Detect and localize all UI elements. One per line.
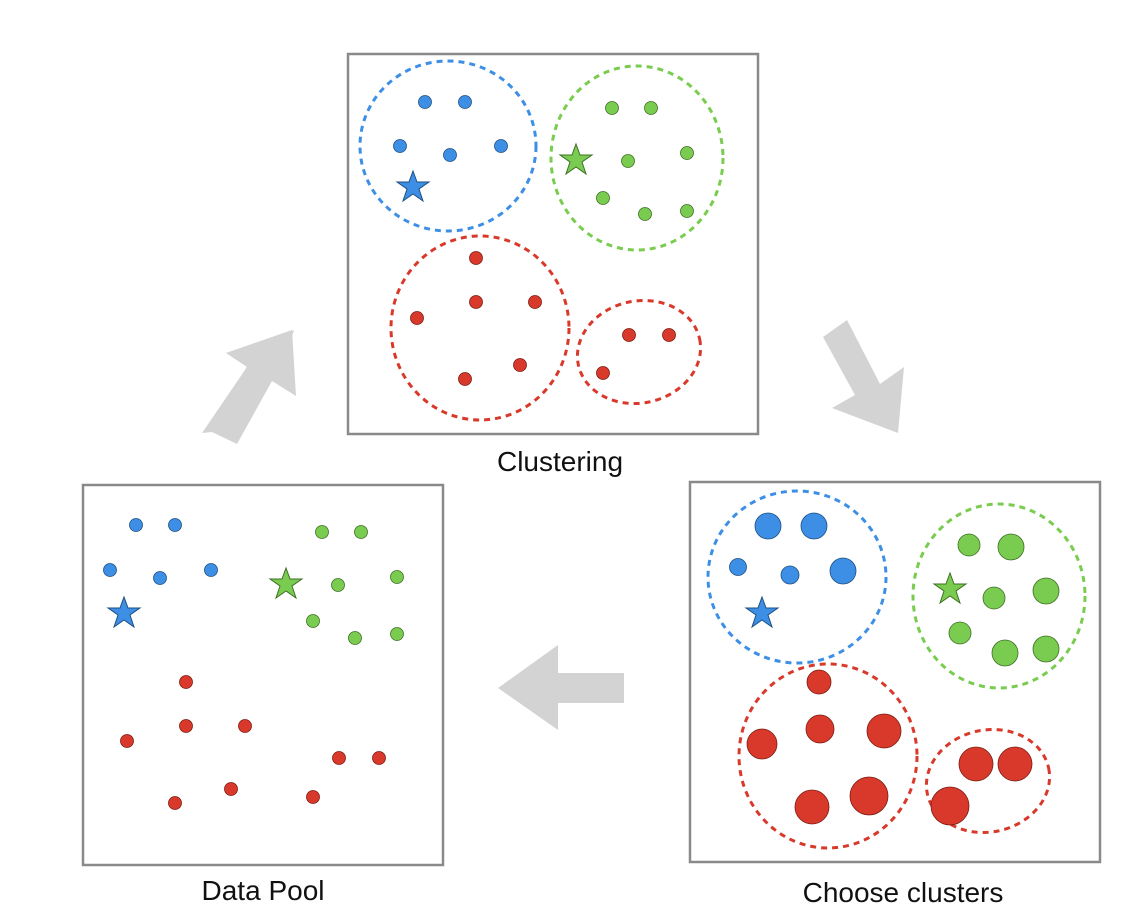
cluster-outline-red-large xyxy=(737,662,919,850)
cluster-outline-red-small xyxy=(924,727,1052,835)
data-point xyxy=(806,669,832,695)
data-point xyxy=(662,328,676,342)
data-point xyxy=(1032,635,1060,663)
data-point xyxy=(120,734,134,748)
cluster-outline-red-large xyxy=(389,234,571,422)
data-point xyxy=(800,512,828,540)
data-point xyxy=(958,746,994,782)
data-point xyxy=(1032,577,1060,605)
clustering-panel: Clustering xyxy=(346,52,760,477)
data-point xyxy=(315,525,329,539)
panel-frame xyxy=(346,52,760,436)
data-point xyxy=(469,295,483,309)
green-points xyxy=(948,533,1060,667)
data-point xyxy=(393,139,407,153)
red-points xyxy=(120,675,386,810)
data-point xyxy=(179,675,193,689)
data-point xyxy=(829,557,857,585)
arrow-left-icon xyxy=(498,645,624,730)
data-point xyxy=(469,251,483,265)
data-point xyxy=(528,295,542,309)
data-point xyxy=(680,146,694,160)
star-icon xyxy=(395,169,431,203)
data-point xyxy=(866,713,902,749)
blue-points xyxy=(393,95,508,162)
cluster-outline-green xyxy=(549,64,725,252)
star-icon xyxy=(106,595,142,629)
data-point xyxy=(458,372,472,386)
red-points xyxy=(746,669,1033,826)
data-point xyxy=(306,790,320,804)
arrow-down-right-icon xyxy=(823,320,904,433)
data-point xyxy=(179,719,193,733)
data-point xyxy=(348,631,362,645)
data-point xyxy=(390,627,404,641)
data-point xyxy=(458,95,472,109)
data-point xyxy=(494,139,508,153)
data-point xyxy=(596,191,610,205)
data-point xyxy=(168,518,182,532)
blue-points xyxy=(729,512,857,585)
red-points xyxy=(410,251,676,386)
data-point xyxy=(754,512,782,540)
panel-label: Data Pool xyxy=(202,875,325,906)
data-point xyxy=(780,565,800,585)
data-point xyxy=(638,207,652,221)
data-point xyxy=(238,719,252,733)
data-point xyxy=(390,570,404,584)
star-icon xyxy=(932,571,968,605)
data-point xyxy=(332,751,346,765)
data-point xyxy=(621,154,635,168)
data-point xyxy=(204,563,218,577)
cluster-outline-blue xyxy=(706,489,888,665)
panel-frame xyxy=(81,483,445,867)
data-point xyxy=(443,148,457,162)
data-point xyxy=(513,358,527,372)
data-point xyxy=(948,621,972,645)
data-point xyxy=(957,533,981,557)
data-pool-panel: Data Pool xyxy=(81,483,445,906)
blue-points xyxy=(103,518,218,585)
star-icon xyxy=(558,142,594,176)
data-point xyxy=(168,796,182,810)
green-points xyxy=(596,101,694,221)
cluster-outline-green xyxy=(911,502,1087,690)
data-point xyxy=(997,533,1025,561)
data-point xyxy=(410,311,424,325)
star-icon xyxy=(744,595,780,629)
panel-label: Clustering xyxy=(497,446,623,477)
data-point xyxy=(729,558,747,576)
green-points xyxy=(306,525,404,645)
data-point xyxy=(596,366,610,380)
data-point xyxy=(849,776,889,816)
data-point xyxy=(224,782,238,796)
data-point xyxy=(306,614,320,628)
star-icon xyxy=(268,566,304,600)
data-point xyxy=(805,714,835,744)
data-point xyxy=(930,786,970,826)
data-point xyxy=(418,95,432,109)
data-point xyxy=(644,101,658,115)
data-point xyxy=(331,578,345,592)
data-point xyxy=(103,563,117,577)
choose-clusters-panel: Choose clusters xyxy=(688,480,1102,908)
data-point xyxy=(997,746,1033,782)
data-point xyxy=(622,328,636,342)
panel-label: Choose clusters xyxy=(803,877,1004,908)
data-point xyxy=(982,586,1006,610)
cluster-outline-blue xyxy=(358,59,538,233)
data-point xyxy=(746,728,778,760)
cluster-outline-red-small xyxy=(575,298,703,406)
data-point xyxy=(153,571,167,585)
data-point xyxy=(991,639,1019,667)
data-point xyxy=(354,525,368,539)
data-point xyxy=(794,789,830,825)
data-point xyxy=(605,101,619,115)
arrow-up-right-icon xyxy=(202,330,296,444)
data-point xyxy=(680,204,694,218)
panel-frame xyxy=(688,480,1102,864)
data-point xyxy=(372,751,386,765)
data-point xyxy=(129,518,143,532)
